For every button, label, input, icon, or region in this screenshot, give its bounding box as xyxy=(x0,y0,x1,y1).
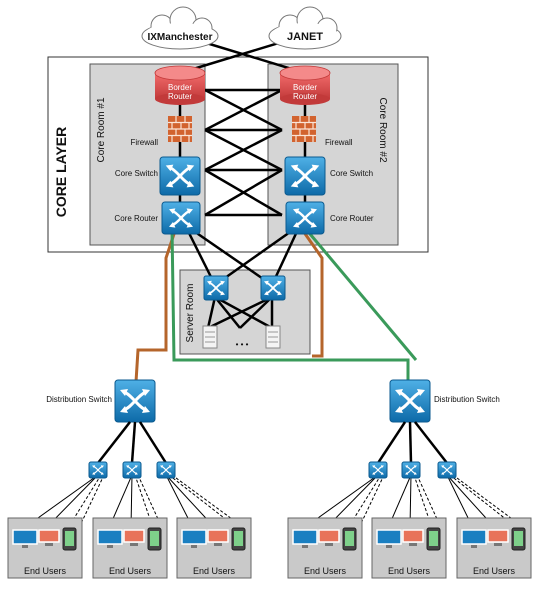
core-switch-2 xyxy=(284,156,326,196)
monitor-blue-icon xyxy=(461,529,487,545)
monitor-red-icon xyxy=(318,529,340,543)
access-switch-1 xyxy=(88,461,108,479)
monitor-blue-icon xyxy=(181,529,207,545)
core-switch-1 xyxy=(159,156,201,196)
distribution-switch-left-label: Distribution Switch xyxy=(46,395,112,404)
access-switch-3 xyxy=(156,461,176,479)
firewall-2-label: Firewall xyxy=(325,138,353,147)
server-switch-2 xyxy=(260,275,286,301)
end-users-label: End Users xyxy=(304,566,347,576)
core-switch-1-label: Core Switch xyxy=(115,169,158,178)
end-user-group-2: End Users xyxy=(92,461,168,579)
cloud-janet-label: JANET xyxy=(287,31,323,43)
uplink-brown-left xyxy=(134,227,178,383)
cloud-ixmanchester-label: IXManchester xyxy=(147,32,212,43)
firewall-2-icon xyxy=(292,116,316,142)
end-users-label: End Users xyxy=(24,566,67,576)
server-ellipsis: • • • xyxy=(236,340,249,349)
access-switch-6 xyxy=(437,461,457,479)
core-router-2-label: Core Router xyxy=(330,214,374,223)
uplink-green-diag xyxy=(303,227,418,361)
core-router-2 xyxy=(285,201,325,235)
access-uplinks xyxy=(97,421,448,464)
core-router-1-label: Core Router xyxy=(114,214,158,223)
access-switch-2 xyxy=(122,461,142,479)
firewall-1-label: Firewall xyxy=(130,138,158,147)
server-2-icon xyxy=(265,325,281,349)
end-users-label: End Users xyxy=(109,566,152,576)
core-room-2-label: Core Room #2 xyxy=(377,97,388,162)
server-switch-1 xyxy=(203,275,229,301)
core-layer-label: CORE LAYER xyxy=(53,127,69,218)
end-user-group-5: End Users xyxy=(371,461,447,579)
border-router-2: Border Router xyxy=(279,65,331,105)
distribution-switch-left xyxy=(114,379,156,423)
cloud-janet: JANET xyxy=(268,6,342,50)
access-layer: End Users End Users End Users End Users End … xyxy=(7,461,532,579)
access-switch-4 xyxy=(368,461,388,479)
monitor-red-icon xyxy=(487,529,509,543)
uplink-green-right xyxy=(170,227,410,382)
server-1-icon xyxy=(202,325,218,349)
cloud-ixmanchester: IXManchester xyxy=(141,6,219,50)
monitor-blue-icon xyxy=(97,529,123,545)
monitor-blue-icon xyxy=(376,529,402,545)
uplink-brown-right xyxy=(299,227,324,358)
core-router-1 xyxy=(161,201,201,235)
core-room-1-label: Core Room #1 xyxy=(96,97,107,162)
distribution-switch-right xyxy=(389,379,431,423)
border-router-1: Border Router xyxy=(154,65,206,105)
svg-text:Border: Border xyxy=(293,83,317,92)
distribution-switch-right-label: Distribution Switch xyxy=(434,395,500,404)
svg-text:Border: Border xyxy=(168,83,192,92)
svg-text:Router: Router xyxy=(293,92,317,101)
end-user-group-6: End Users xyxy=(437,461,532,579)
firewall-1-icon xyxy=(168,116,192,142)
monitor-red-icon xyxy=(402,529,424,543)
monitor-blue-icon xyxy=(12,529,38,545)
end-users-label: End Users xyxy=(193,566,236,576)
access-switch-5 xyxy=(401,461,421,479)
svg-text:Router: Router xyxy=(168,92,192,101)
server-room-label: Server Room xyxy=(185,284,196,343)
monitor-red-icon xyxy=(38,529,60,543)
monitor-red-icon xyxy=(207,529,229,543)
core-switch-2-label: Core Switch xyxy=(330,169,373,178)
end-users-label: End Users xyxy=(388,566,431,576)
monitor-red-icon xyxy=(123,529,145,543)
monitor-blue-icon xyxy=(292,529,318,545)
end-user-group-4: End Users xyxy=(287,461,388,579)
end-user-group-3: End Users xyxy=(156,461,252,579)
end-user-group-1: End Users xyxy=(7,461,108,579)
end-users-label: End Users xyxy=(473,566,516,576)
